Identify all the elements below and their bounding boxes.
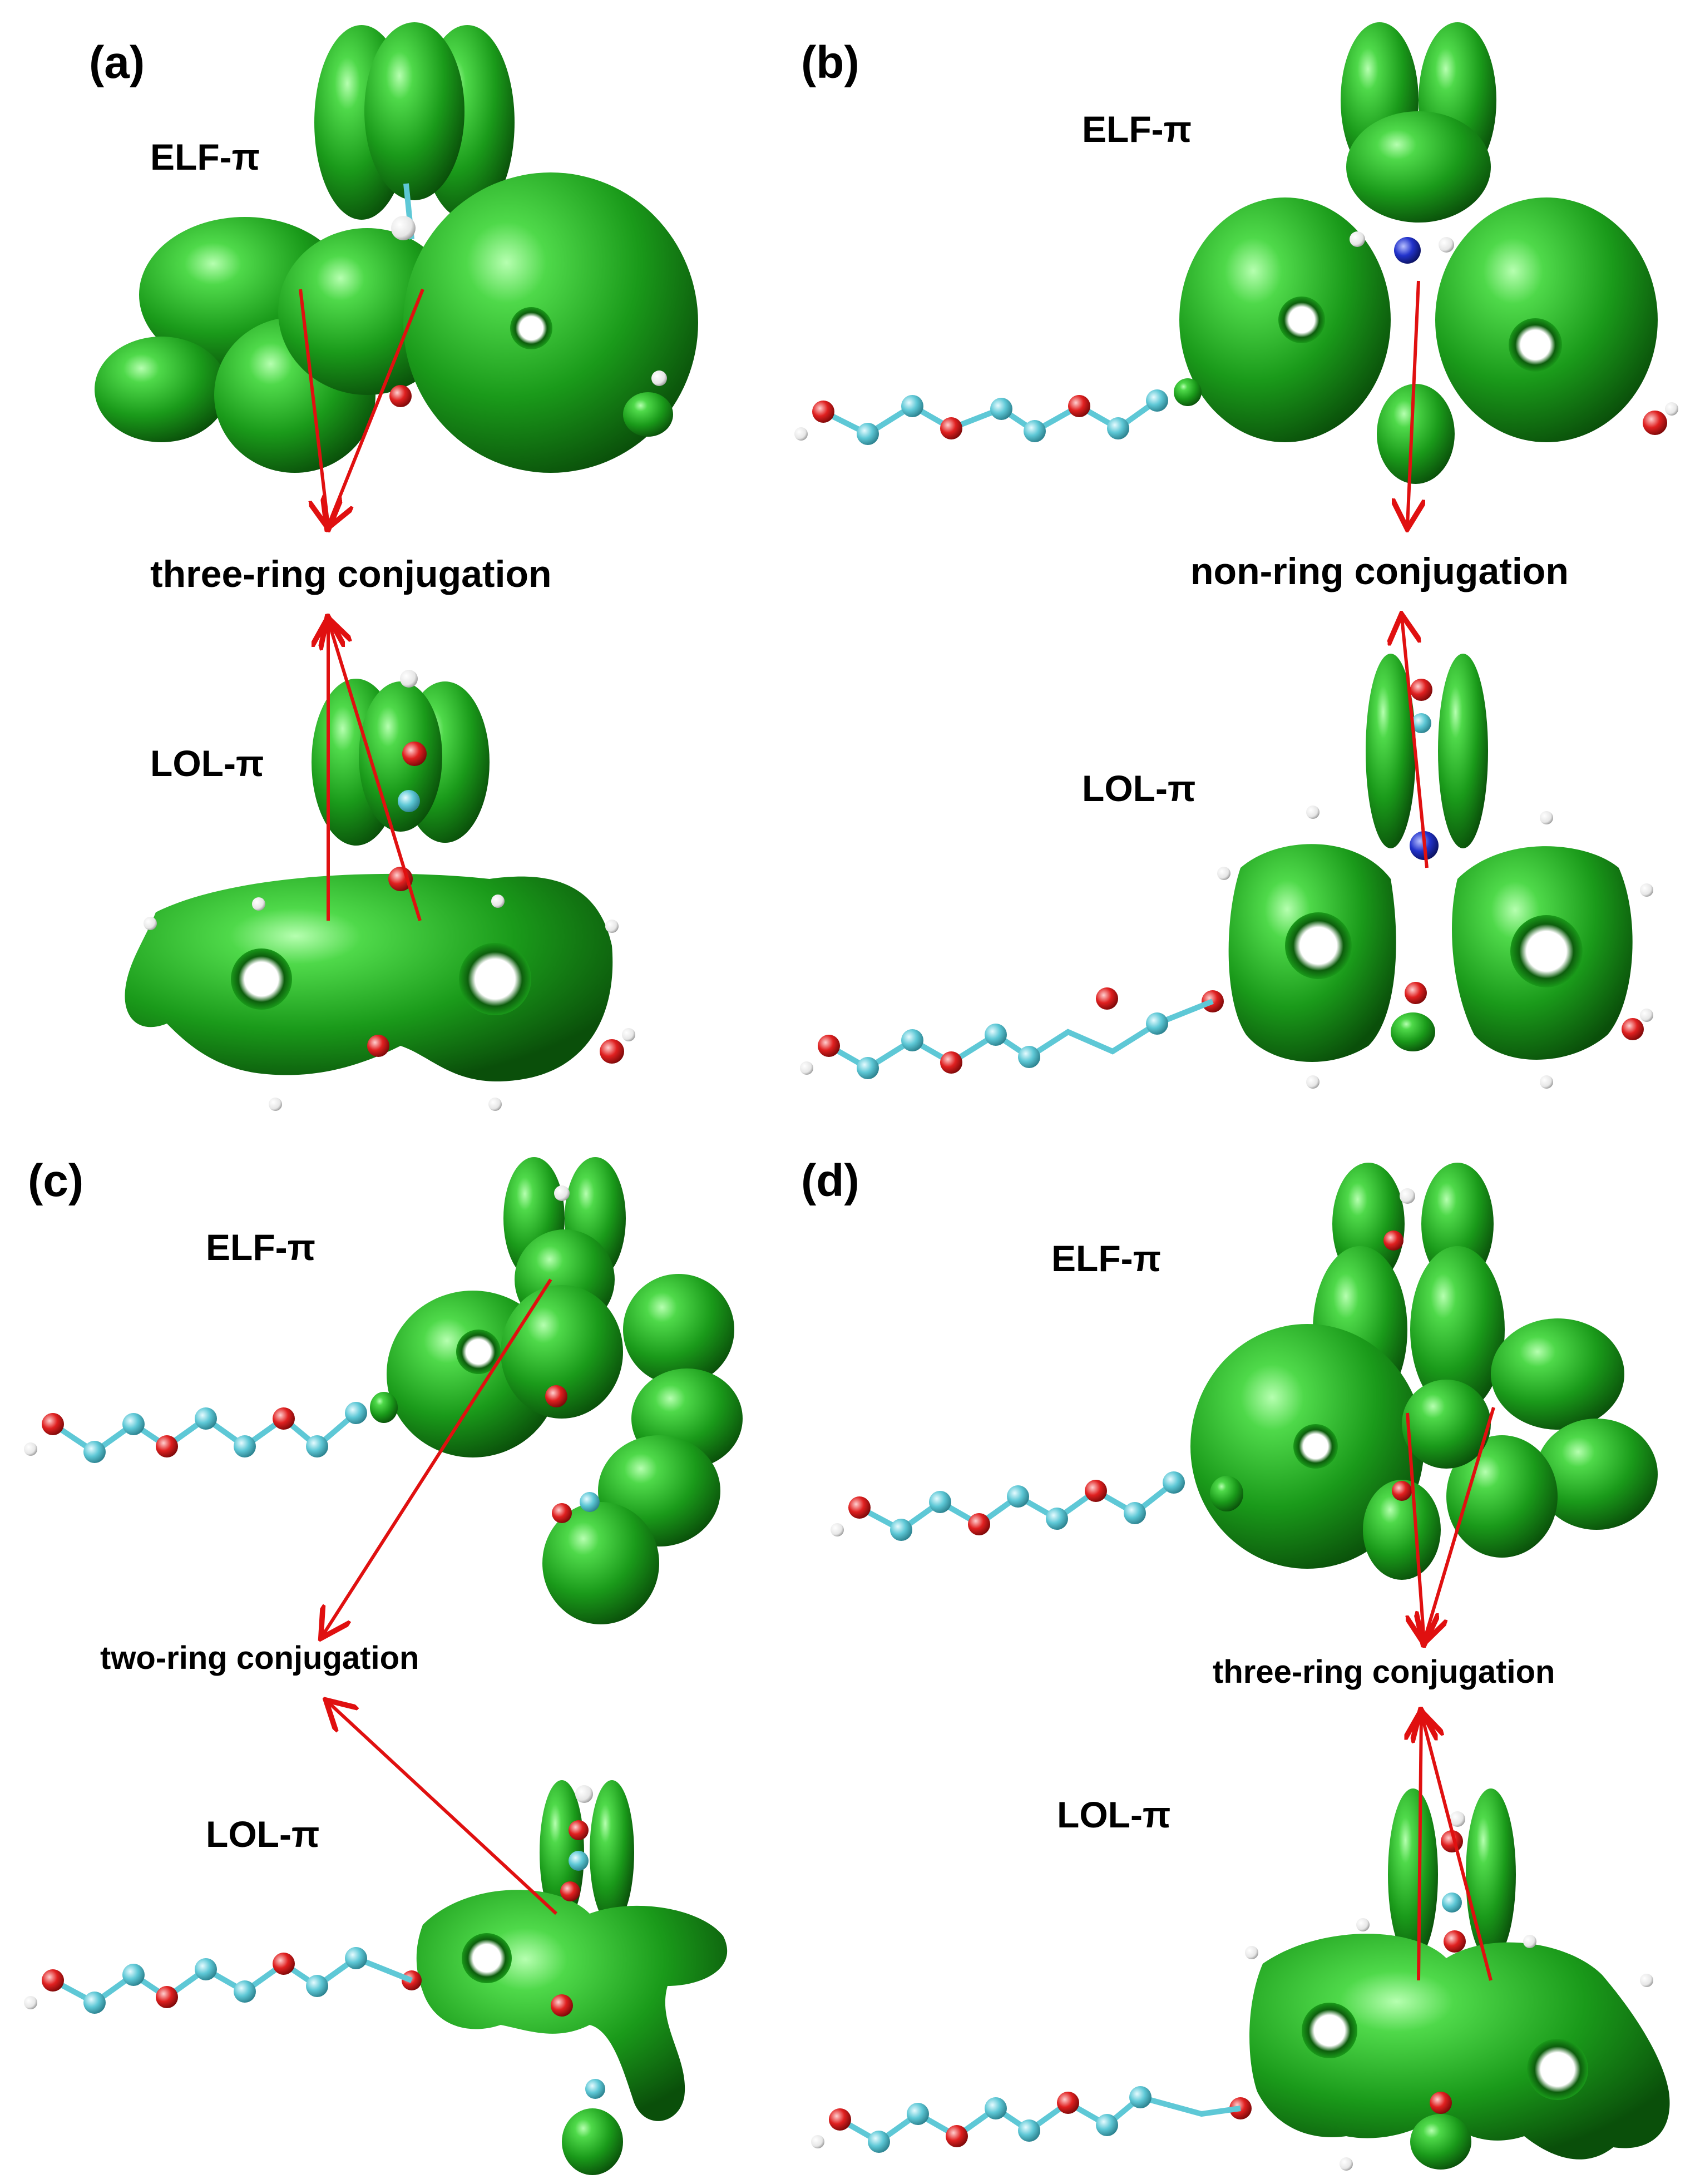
lol-label-d: LOL-π [1057,1794,1170,1835]
panel-label-a: (a) [89,37,145,88]
conjugation-label-a: three-ring conjugation [150,553,552,595]
conjugation-label-b: non-ring conjugation [1190,550,1569,592]
panel-label-b: (b) [801,37,859,88]
conjugation-label-c: two-ring conjugation [100,1640,419,1676]
lol-isosurface-a [125,679,613,1082]
peg-atoms-elf-b [794,389,1168,445]
molecule-atoms-lol-c [402,1785,605,2099]
molecule-atoms-b [1350,231,1678,435]
lol-isosurface-b [1228,654,1633,1062]
lol-label-b: LOL-π [1082,768,1195,809]
panel-b: (b) ELF-π LOL-π non-ring conjugation [794,22,1678,1089]
lol-label-a: LOL-π [150,743,264,784]
elf-label-b: ELF-π [1082,108,1192,150]
molecule-atoms-d [1383,1188,1415,1501]
arrows-c [323,1278,558,1915]
lol-isosurface-c [416,1780,728,2175]
panel-label-c: (c) [28,1155,83,1206]
peg-chain-lol-d [838,2094,1241,2145]
arrows-a [299,288,424,921]
elf-isosurface-b [1174,22,1658,484]
molecule-atoms-c [545,1185,600,1523]
elf-label-a: ELF-π [150,136,260,177]
panel-a: (a) ELF-π LOL-π three-ring conjugation [89,22,698,1111]
peg-chain-lol-b [827,999,1214,1071]
elf-label-c: ELF-π [206,1227,315,1268]
panel-label-d: (d) [801,1155,859,1206]
peg-atoms-lol-c [24,1947,367,2014]
arrows-b [1402,280,1429,868]
peg-chain-lol-c [51,1955,413,2006]
elf-isosurface-a [95,22,698,473]
peg-atoms-lol-d [811,2086,1152,2153]
peg-atoms-elf-d [831,1471,1185,1541]
elf-label-d: ELF-π [1051,1238,1161,1279]
panel-c: (c) ELF-π LOL-π two-ring conjugation [24,1155,743,2175]
panel-d: (d) ELF-π LOL-π three-ring conjugation [801,1155,1670,2171]
elf-isosurface-d [1190,1163,1658,1580]
lol-label-c: LOL-π [206,1814,319,1855]
arrows-d [1407,1407,1495,1981]
elf-isosurface-c [370,1157,743,1624]
conjugation-label-d: three-ring conjugation [1213,1654,1555,1690]
lol-isosurface-d [1249,1788,1670,2170]
peg-atoms-elf-c [24,1402,367,1463]
molecule-atoms-a [389,183,667,407]
peg-atoms-lol-b [800,987,1168,1079]
molecule-atoms-lol-d [1229,1811,1653,2171]
